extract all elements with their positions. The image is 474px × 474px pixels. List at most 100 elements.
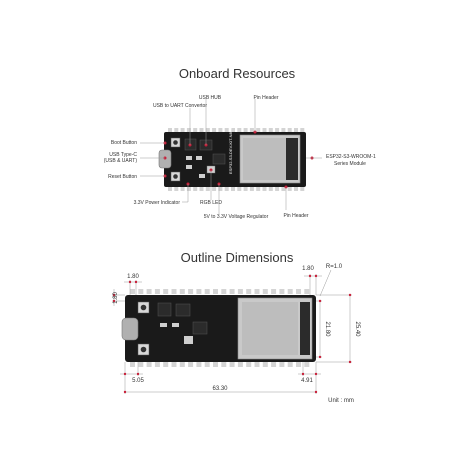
dim-2540: 25.40 [354, 321, 360, 337]
pin-pad [212, 187, 217, 191]
pin-pad [296, 289, 301, 294]
pin-pad [281, 187, 286, 191]
pin-pad [246, 289, 252, 294]
pin-pad [188, 289, 194, 294]
pin-pad [196, 362, 202, 367]
pin-pad [212, 128, 217, 132]
pin-pad [231, 128, 235, 132]
pin-pad [204, 289, 210, 294]
pin-pad [174, 187, 179, 191]
pin-pad [294, 128, 298, 132]
label-usb-typec: USB Type-C [109, 152, 137, 158]
label-regulator: 5V to 3.3V Voltage Regulator [204, 214, 269, 220]
pin-row-top-outline [130, 289, 310, 294]
pin-pad [254, 362, 260, 367]
board-silkscreen: ESP32-S3-DEV-KIT-N8R8 [228, 126, 233, 174]
pin-row-top [168, 128, 305, 132]
voltage-regulator [212, 153, 226, 165]
pin-pad [171, 289, 177, 294]
pin-pad [254, 289, 260, 294]
module-antenna [286, 138, 298, 180]
label-usb-hub: USB HUB [199, 95, 222, 101]
dim-radius: R=1.0 [326, 264, 343, 270]
pin-pad [281, 128, 286, 132]
dim-491: 4.91 [301, 378, 313, 384]
pin-pad [268, 128, 273, 132]
pin-pad [224, 128, 229, 132]
board-outline-view [121, 289, 316, 367]
pin-pad [174, 128, 179, 132]
pin-pad [186, 128, 191, 132]
pin-pad [304, 362, 310, 367]
pin-pad [146, 289, 152, 294]
pin-pad [146, 362, 152, 367]
pin-pad [249, 128, 254, 132]
label-usb-typec-sub: (USB & UART) [104, 158, 138, 164]
pin-pad [256, 187, 261, 191]
label-pin-header-bottom: Pin Header [283, 213, 308, 219]
pin-pad [237, 362, 243, 367]
label-pin-header-top: Pin Header [253, 95, 278, 101]
pin-pad [237, 128, 242, 132]
dim-505: 5.05 [132, 378, 144, 384]
pin-pad [287, 289, 293, 294]
dim-6330: 63.30 [212, 386, 228, 392]
pin-pad [188, 362, 194, 367]
label-rgb-led: RGB LED [200, 200, 222, 206]
pin-pad [249, 187, 254, 191]
pin-pad [279, 289, 285, 294]
pin-pad [221, 289, 227, 294]
pin-pad [262, 128, 267, 132]
pin-pad [154, 289, 160, 294]
outline-dimensions-title: Outline Dimensions [180, 250, 294, 265]
dimension-lines [112, 269, 352, 394]
leader-lines [140, 99, 322, 214]
pin-pad [163, 362, 169, 367]
dim-2180: 21.80 [324, 321, 330, 337]
pin-pad [229, 362, 235, 367]
pin-pad [171, 362, 177, 367]
pin-pad [300, 187, 305, 191]
pin-pad [304, 289, 310, 294]
pin-pad [204, 362, 210, 367]
pin-pad [237, 187, 242, 191]
pin-pad [205, 187, 210, 191]
pin-pad [279, 362, 285, 367]
pin-pad [180, 187, 185, 191]
label-boot-button: Boot Button [111, 140, 137, 146]
pin-pad [229, 289, 235, 294]
label-module-sub: Series Module [334, 161, 366, 167]
pin-pad [130, 289, 135, 294]
pin-pad [218, 128, 223, 132]
dim-180-left: 1.80 [113, 292, 119, 304]
pin-pad [180, 128, 185, 132]
onboard-resources-title: Onboard Resources [178, 66, 296, 81]
label-reset-button: Reset Button [108, 174, 137, 180]
pin-pad [186, 187, 191, 191]
pin-pad [193, 187, 198, 191]
pin-pad [163, 289, 169, 294]
pin-pad [193, 128, 198, 132]
pin-pad [138, 289, 144, 294]
dim-180-top: 1.80 [127, 274, 139, 280]
pin-pad [262, 362, 268, 367]
pin-pad [221, 362, 227, 367]
pin-pad [262, 187, 267, 191]
pin-pad [199, 128, 204, 132]
dim-180-right: 1.80 [302, 266, 314, 272]
pin-pad [179, 362, 185, 367]
pin-pad [237, 289, 243, 294]
pin-pad [271, 362, 277, 367]
pin-pad [300, 128, 305, 132]
label-usb-uart: USB to UART Convertor [153, 103, 207, 109]
pin-pad [262, 289, 268, 294]
pin-pad [205, 128, 210, 132]
pin-pad [256, 128, 261, 132]
pin-pad [168, 128, 172, 132]
pin-pad [179, 289, 185, 294]
pin-pad [275, 187, 280, 191]
pin-pad [218, 187, 223, 191]
pin-pad [130, 362, 135, 367]
pin-pad [268, 187, 273, 191]
